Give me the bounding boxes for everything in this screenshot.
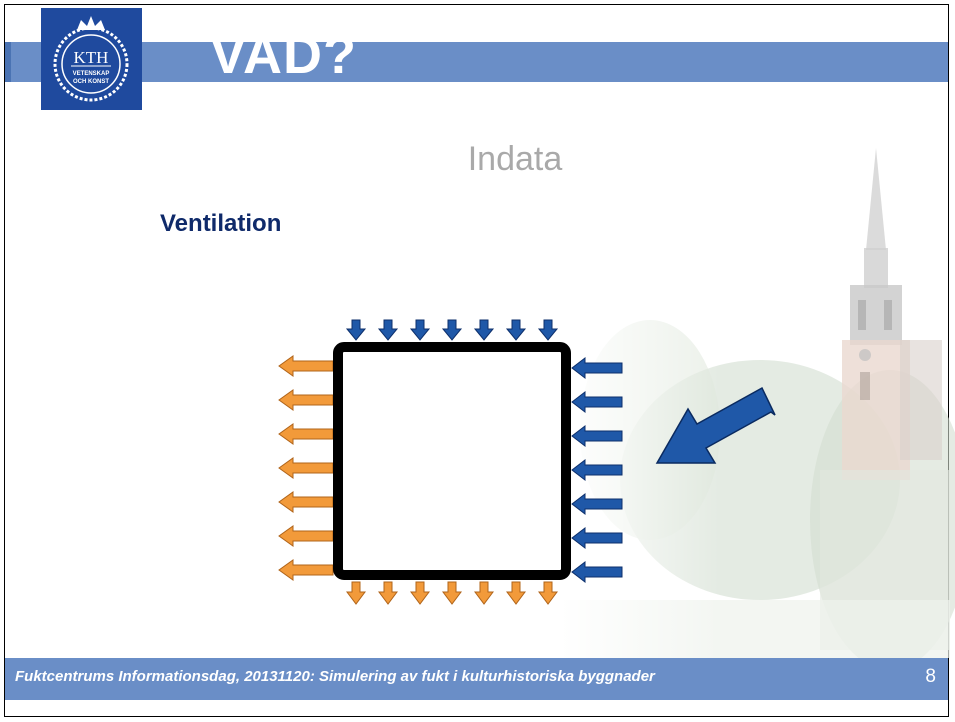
inflow-arrow <box>571 526 623 550</box>
outflow-arrow <box>538 581 558 605</box>
outflow-arrows-bottom <box>346 581 558 605</box>
outflow-arrow <box>346 581 366 605</box>
inflow-arrow <box>571 424 623 448</box>
kth-logo: KTH VETENSKAP OCH KONST <box>41 8 142 110</box>
outflow-arrow <box>474 581 494 605</box>
outflow-arrows-left <box>278 355 334 581</box>
outflow-arrow <box>278 355 334 377</box>
inflow-arrow <box>537 319 559 341</box>
inflow-arrow <box>409 319 431 341</box>
logo-subtext-1: VETENSKAP <box>73 71 110 77</box>
inflow-arrow <box>571 390 623 414</box>
header-accent-stripe <box>5 42 11 82</box>
outflow-arrow <box>410 581 430 605</box>
outflow-arrow <box>506 581 526 605</box>
inflow-arrow <box>571 356 623 380</box>
footer-text: Fuktcentrums Informationsdag, 20131120: … <box>15 668 655 685</box>
inflow-arrow <box>571 492 623 516</box>
outflow-arrow <box>278 457 334 479</box>
outflow-arrow <box>442 581 462 605</box>
inflow-arrow <box>505 319 527 341</box>
outflow-arrow <box>378 581 398 605</box>
outflow-arrow <box>278 559 334 581</box>
logo-text: KTH <box>74 48 109 67</box>
outflow-arrow <box>278 491 334 513</box>
logo-subtext-2: OCH KONST <box>73 79 109 85</box>
page-number: 8 <box>925 666 936 687</box>
footer-bar: Fuktcentrums Informationsdag, 20131120: … <box>5 658 948 700</box>
header-bar <box>5 42 948 82</box>
inflow-arrow <box>473 319 495 341</box>
section-heading: Ventilation <box>160 210 282 237</box>
inflow-arrows-top <box>345 319 559 341</box>
inflow-arrow <box>571 458 623 482</box>
inflow-arrows-right <box>571 356 623 584</box>
wind-direction-arrow <box>655 386 776 464</box>
outflow-arrow <box>278 525 334 547</box>
inflow-arrow <box>571 560 623 584</box>
slide-subtitle: Indata <box>467 140 563 178</box>
inflow-arrow <box>345 319 367 341</box>
outflow-arrow <box>278 423 334 445</box>
slide-frame <box>4 4 949 717</box>
outflow-arrow <box>278 389 334 411</box>
room-box <box>333 342 571 580</box>
slide-title: VAD? <box>210 25 357 85</box>
inflow-arrow <box>377 319 399 341</box>
inflow-arrow <box>441 319 463 341</box>
